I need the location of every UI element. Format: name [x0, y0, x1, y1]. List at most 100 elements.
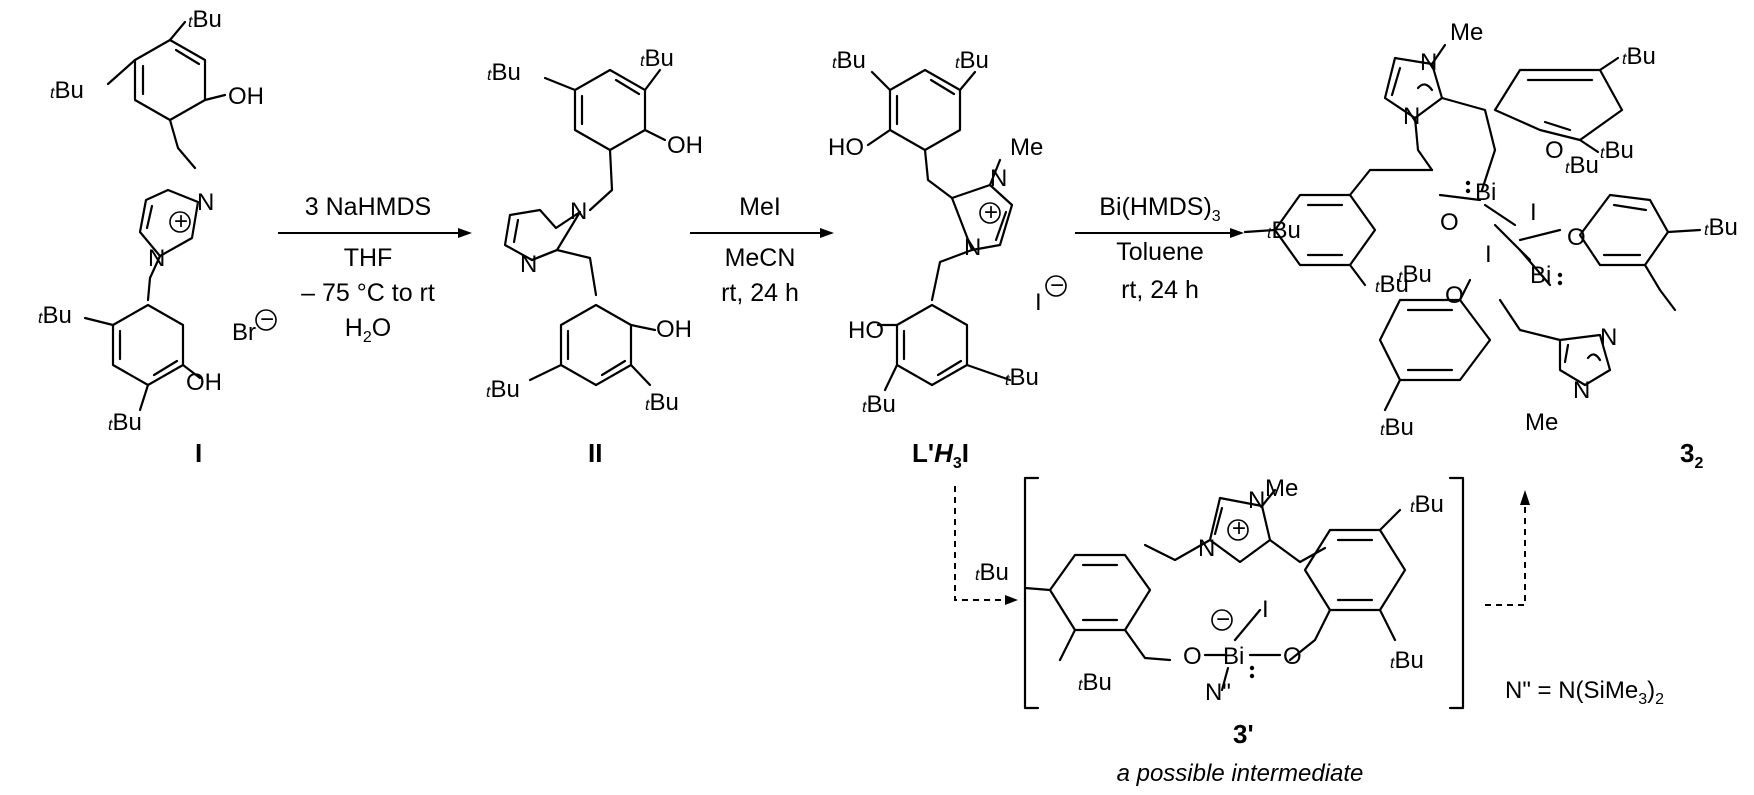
compound-label-II: II [588, 438, 602, 468]
compound-I-structure [83, 20, 227, 412]
bromide-label: Br [232, 319, 256, 346]
reagent-step1-line2: THF [344, 244, 393, 272]
bi-label: Bi [1530, 262, 1551, 289]
plus-charge: + [984, 199, 998, 226]
tbu-label: tBu [1704, 214, 1738, 241]
tbu-label: tBu [955, 47, 989, 74]
n-label: N [1248, 487, 1265, 514]
bi-label: Bi [1223, 643, 1244, 670]
dashed-arrow-to-intermediate [954, 486, 1005, 601]
tbu-label: tBu [1390, 647, 1424, 674]
compound-label-LH3I: L'H3I [912, 438, 969, 472]
bi-label: Bi [1475, 179, 1496, 206]
tbu-label: tBu [38, 302, 72, 329]
reagent-step2-line3: rt, 24 h [721, 279, 799, 307]
tbu-label: tBu [487, 59, 521, 86]
tbu-label: tBu [1005, 364, 1039, 391]
tbu-label: tBu [1375, 271, 1409, 298]
tbu-label: tBu [640, 45, 674, 72]
o-label: O [1183, 643, 1202, 670]
minus-charge-circle [1045, 275, 1067, 297]
o-label: O [1445, 282, 1464, 309]
tbu-label: tBu [188, 6, 222, 33]
o-label: O [1283, 643, 1302, 670]
lone-pair [1465, 188, 1471, 194]
oh-label: OH [667, 132, 703, 159]
oh-label: OH [656, 316, 692, 343]
n-label: N [148, 245, 165, 272]
lone-pair [1249, 673, 1255, 679]
o-label: O [1440, 209, 1459, 236]
compound-label-3prime: 3' [1233, 719, 1254, 749]
n-label: N [520, 251, 537, 278]
tbu-label: tBu [1267, 217, 1301, 244]
ho-label: HO [828, 134, 864, 161]
minus-charge: − [260, 306, 274, 333]
plus-charge: + [174, 208, 188, 235]
tbu-label: tBu [975, 559, 1009, 586]
tbu-label: tBu [1078, 669, 1112, 696]
iodide-label: I [1035, 289, 1042, 316]
lone-pair [1557, 280, 1563, 286]
tbu-label: tBu [1410, 491, 1444, 518]
tbu-label: tBu [486, 376, 520, 403]
reagent-step2-line1: MeI [739, 193, 781, 221]
compound-3-2-structure [1243, 43, 1702, 412]
compound-II-structure [503, 68, 667, 387]
oh-label: OH [228, 83, 264, 110]
n-dprime-label: N" [1205, 679, 1231, 706]
reagent-step1-line1: 3 NaHMDS [305, 193, 431, 221]
tbu-label: tBu [1380, 414, 1414, 441]
arrowhead [1520, 490, 1530, 505]
n-label: N [1403, 103, 1420, 130]
tbu-label: tBu [862, 391, 896, 418]
intermediate-3prime-structure [1023, 488, 1407, 692]
tbu-label: tBu [1622, 43, 1656, 70]
tbu-label: tBu [645, 389, 679, 416]
n-label: N [990, 165, 1007, 192]
arrowhead [1230, 228, 1244, 238]
compound-LH3I-structure [866, 68, 1014, 392]
iodine-label: I [1530, 199, 1537, 226]
tbu-label: tBu [1565, 152, 1599, 179]
o-label: O [1567, 224, 1586, 251]
n-label: N [1600, 324, 1617, 351]
lone-pair [1465, 180, 1471, 186]
lone-pair [1249, 665, 1255, 671]
n-label: N [964, 234, 981, 261]
ho-label: HO [848, 317, 884, 344]
methyl-label: Me [1525, 409, 1558, 436]
reagent-step3-line1: Bi(HMDS)3 [1099, 193, 1221, 225]
tbu-label: tBu [1600, 137, 1634, 164]
dashed-arrow-to-product [1485, 505, 1526, 606]
iodine-label: I [1262, 596, 1269, 623]
left-bracket [1023, 476, 1040, 710]
n-dprime-definition: N" = N(SiMe3)2 [1505, 677, 1664, 708]
arrowhead [458, 228, 472, 238]
tbu-label: tBu [108, 409, 142, 436]
n-label: N [1198, 535, 1215, 562]
minus-charge: − [1216, 606, 1230, 633]
reagent-step2-line2: MeCN [725, 244, 796, 272]
o-label: O [1545, 137, 1564, 164]
n-label: N [197, 189, 214, 216]
tbu-label: tBu [1398, 261, 1432, 288]
lone-pair [1557, 272, 1563, 278]
methyl-label: Me [1010, 134, 1043, 161]
methyl-label: Me [1265, 475, 1298, 502]
n-label: N [1420, 49, 1437, 76]
compound-label-I: I [195, 438, 202, 468]
oh-label: OH [186, 369, 222, 396]
right-bracket [1448, 476, 1465, 710]
tbu-label: tBu [832, 47, 866, 74]
reagent-step1-line3: – 75 °C to rt [301, 279, 435, 307]
iodine-label: I [1485, 241, 1492, 268]
reagent-step3-line2: Toluene [1116, 238, 1204, 266]
n-label: N [1573, 377, 1590, 404]
minus-charge-circle [255, 309, 277, 331]
arrowhead [1005, 595, 1018, 605]
reagent-step1-line4: H2O [345, 314, 391, 346]
minus-charge-circle [1211, 609, 1233, 631]
n-label: N [570, 198, 587, 225]
